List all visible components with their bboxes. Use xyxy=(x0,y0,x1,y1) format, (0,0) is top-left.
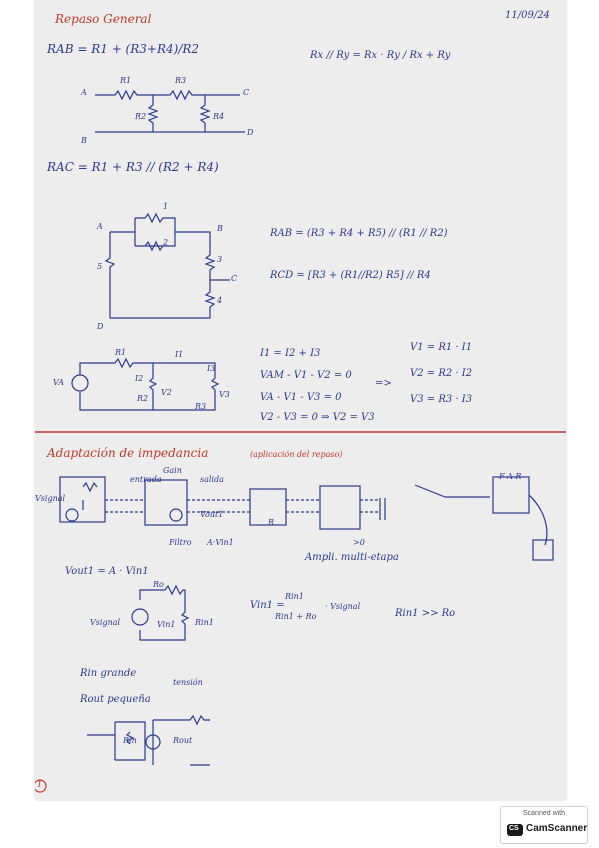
vout-formula: Vout1 = A · Vin1 xyxy=(65,566,149,577)
label-gain: Gain xyxy=(163,466,182,475)
label-1-2: 1 xyxy=(163,202,169,211)
rout-pequena: Rout pequeña xyxy=(80,694,151,705)
label-4-2: 4 xyxy=(217,296,223,305)
watermark-brand: CamScanner xyxy=(526,823,588,834)
label-vout: Vout1 xyxy=(200,510,224,519)
section-title-impedance: Adaptación de impedancia xyxy=(47,446,209,460)
node-c-1: C xyxy=(243,88,250,97)
node-a-1: A xyxy=(81,88,87,97)
node-a-2: A xyxy=(97,222,103,231)
label-vin-circuit: Vin1 xyxy=(157,620,176,629)
label-vsignal-circuit: Vsignal xyxy=(90,618,121,627)
label-i3-3: I3 xyxy=(207,364,216,373)
label-rout-bottom: Rout xyxy=(173,736,193,745)
notebook-page: Repaso General 11/09/24 RAB = R1 + (R3+R… xyxy=(35,0,566,800)
label-r2-1: R2 xyxy=(135,112,147,121)
node-d-2: D xyxy=(97,322,104,331)
label-entrada: entrada xyxy=(130,475,162,484)
label-far: F A R xyxy=(499,472,522,481)
result-3: V3 = R3 · I3 xyxy=(410,394,473,405)
section-subtitle: (aplicación del repaso) xyxy=(250,450,343,459)
vin-formula-numerator: Rin1 xyxy=(285,592,304,601)
label-tension: tensión xyxy=(173,678,203,687)
page-date: 11/09/24 xyxy=(505,10,550,21)
camscanner-watermark: Scanned with CS CamScanner xyxy=(500,806,588,844)
label-gt0: >0 xyxy=(353,538,365,547)
label-vsignal-top: Vsignal xyxy=(35,494,66,503)
label-avin: A·Vin1 xyxy=(207,538,234,547)
rcd-formula: RCD = [R3 + (R1//R2) R5] // R4 xyxy=(270,270,431,281)
condition-rin-ro: Rin1 >> Ro xyxy=(395,608,456,619)
equation-2: VAM - V1 - V2 = 0 xyxy=(260,370,352,381)
implies-arrow: => xyxy=(375,378,392,389)
equation-3: VA - V1 - V3 = 0 xyxy=(260,392,342,403)
label-r4-1: R4 xyxy=(213,112,225,121)
label-filtro: Filtro xyxy=(169,538,192,547)
label-v2-3: V2 xyxy=(161,388,172,397)
parallel-formula: Rx // Ry = Rx · Ry / Rx + Ry xyxy=(310,50,451,61)
label-multi-etapa: Ampli. multi-etapa xyxy=(305,552,399,563)
camscanner-logo-icon: CS xyxy=(507,824,523,836)
result-1: V1 = R1 · I1 xyxy=(410,342,473,353)
label-v3-3: V3 xyxy=(219,390,230,399)
rin-grande: Rin grande xyxy=(80,668,137,679)
label-r3-3: R3 xyxy=(195,402,207,411)
node-b-2: B xyxy=(217,224,223,233)
rac-formula: RAC = R1 + R3 // (R2 + R4) xyxy=(47,160,219,174)
label-r-block: R xyxy=(268,518,275,527)
vin-formula-denominator: Rin1 + Ro xyxy=(275,612,317,621)
node-c-2: C xyxy=(231,274,238,283)
label-i1-3: I1 xyxy=(175,350,184,359)
label-rin-circuit: Rin1 xyxy=(195,618,214,627)
vin-formula-tail: · Vsignal xyxy=(325,602,361,611)
label-ro: Ro xyxy=(153,580,164,589)
label-va-3: VA xyxy=(53,378,65,387)
label-5-2: 5 xyxy=(97,262,103,271)
watermark-caption: Scanned with xyxy=(522,810,566,817)
label-i2-3: I2 xyxy=(135,374,144,383)
logo-text: CS xyxy=(509,825,519,832)
label-r1-1: R1 xyxy=(120,76,132,85)
label-r3-1: R3 xyxy=(175,76,187,85)
result-2: V2 = R2 · I2 xyxy=(410,368,473,379)
label-rin-bottom: Rin xyxy=(123,736,137,745)
node-d-1: D xyxy=(247,128,254,137)
equation-1: I1 = I2 + I3 xyxy=(260,348,321,359)
equation-4: V2 - V3 = 0 ⇒ V2 = V3 xyxy=(260,412,375,423)
rab-formula-2: RAB = (R3 + R4 + R5) // (R1 // R2) xyxy=(270,228,448,239)
label-r1-3: R1 xyxy=(115,348,127,357)
label-salida: salida xyxy=(200,475,224,484)
label-r2-3: R2 xyxy=(137,394,149,403)
page-number: 1 xyxy=(37,780,43,789)
rab-formula-1: RAB = R1 + (R3+R4)/R2 xyxy=(47,42,200,56)
node-b-1: B xyxy=(81,136,87,145)
vin-formula-lhs: Vin1 = xyxy=(250,600,285,611)
label-3-2: 3 xyxy=(217,255,223,264)
label-2-2: 2 xyxy=(163,238,169,247)
page-title: Repaso General xyxy=(55,12,152,26)
